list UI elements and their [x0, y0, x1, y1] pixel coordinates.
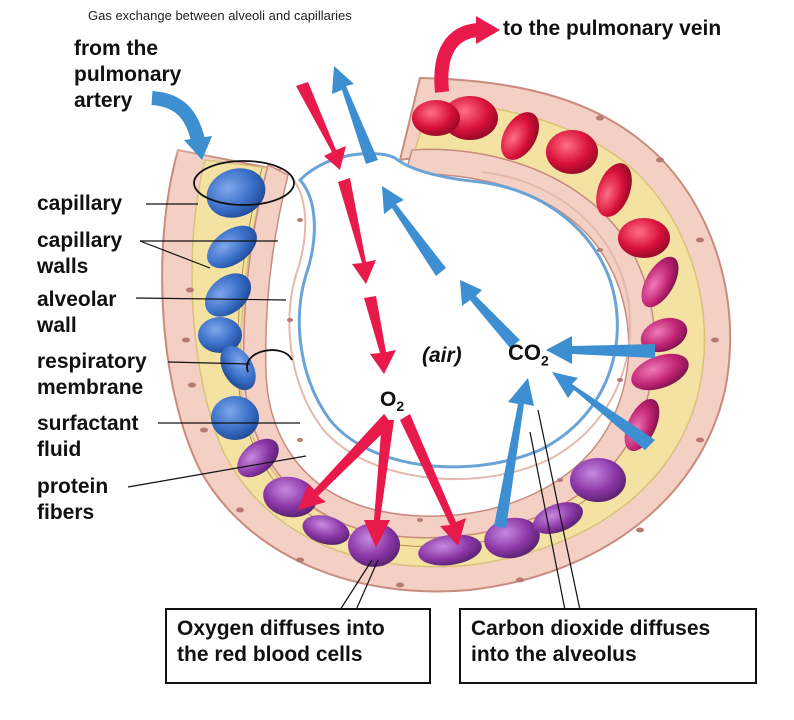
surfactant-line — [288, 171, 632, 480]
co2-arrow-up-2 — [382, 186, 446, 276]
rbc-mixed — [570, 458, 626, 502]
rbc-deoxygenated — [211, 396, 259, 440]
rbc-mixed — [237, 438, 279, 478]
label-alveolar-wall: alveolar wall — [37, 288, 117, 337]
o2-arrow-left — [298, 414, 392, 510]
rbc-oxygenated — [442, 96, 498, 140]
label-capillary-walls: capillary walls — [37, 229, 123, 278]
o2-arrow-right — [400, 414, 466, 546]
callout-oxygen: Oxygen diffuses into the red blood cells — [165, 608, 431, 684]
label-from-artery: from the pulmonary artery — [74, 37, 182, 112]
rbc-deoxygenated — [220, 345, 256, 391]
rbc-mixed — [348, 523, 400, 567]
alveolar-wall-tissue — [242, 148, 656, 539]
rbc-oxygenated — [412, 100, 460, 136]
tissue-nuclei — [182, 115, 719, 588]
alveolus-ring — [161, 76, 732, 593]
label-surfactant-fluid: surfactant fluid — [37, 412, 139, 461]
rbc-mixed — [641, 256, 679, 308]
co2-arrow-from-right-1 — [546, 336, 655, 364]
o2-arrow-center — [364, 420, 394, 548]
diagram-caption: Gas exchange between alveoli and capilla… — [88, 8, 352, 23]
label-capillary: capillary — [37, 192, 123, 215]
rbc-oxygenated — [546, 130, 598, 174]
co2-arrows — [332, 66, 655, 528]
o2-arrow-2 — [338, 178, 376, 284]
label-respiratory-membrane: respiratory membrane — [37, 350, 147, 399]
oxygen-arrows — [296, 82, 466, 548]
rbc-deoxygenated — [207, 225, 257, 269]
rbc-mixed — [484, 517, 540, 559]
rbc-oxygenated — [596, 163, 632, 217]
vessel-end-fade — [150, 120, 300, 160]
co2-arrow-up-3 — [460, 280, 520, 348]
o2-arrow-1 — [296, 82, 346, 170]
label-protein-fibers: protein fibers — [37, 475, 109, 524]
leader-lines — [127, 203, 581, 611]
label-air: (air) — [422, 344, 462, 367]
callout-carbon-dioxide: Carbon dioxide diffuses into the alveolu… — [459, 608, 757, 684]
co2-arrow-from-bottom — [494, 378, 534, 528]
rbc-mixed — [640, 317, 688, 353]
rbc-deoxygenated — [204, 273, 252, 317]
label-to-vein: to the pulmonary vein — [503, 17, 722, 40]
rbc-mixed — [631, 353, 689, 391]
label-o2: O2 — [380, 388, 405, 415]
capillary-marker-circle — [193, 160, 295, 206]
rbc-mixed — [302, 515, 350, 545]
co2-arrow-from-right-2 — [552, 372, 655, 450]
o2-arrow-3 — [364, 296, 396, 374]
blood-cells — [182, 96, 719, 588]
co2-arrow-up-1 — [332, 66, 378, 164]
rbc-oxygenated — [618, 218, 670, 258]
flow-arrow-artery — [151, 91, 212, 160]
rbc-deoxygenated — [198, 317, 242, 353]
respiratory-membrane-marker — [246, 349, 293, 373]
rbc-oxygenated — [501, 112, 539, 160]
rbc-mixed — [418, 534, 482, 566]
label-co2: CO2 — [508, 340, 549, 369]
flow-arrow-vein — [434, 16, 500, 93]
